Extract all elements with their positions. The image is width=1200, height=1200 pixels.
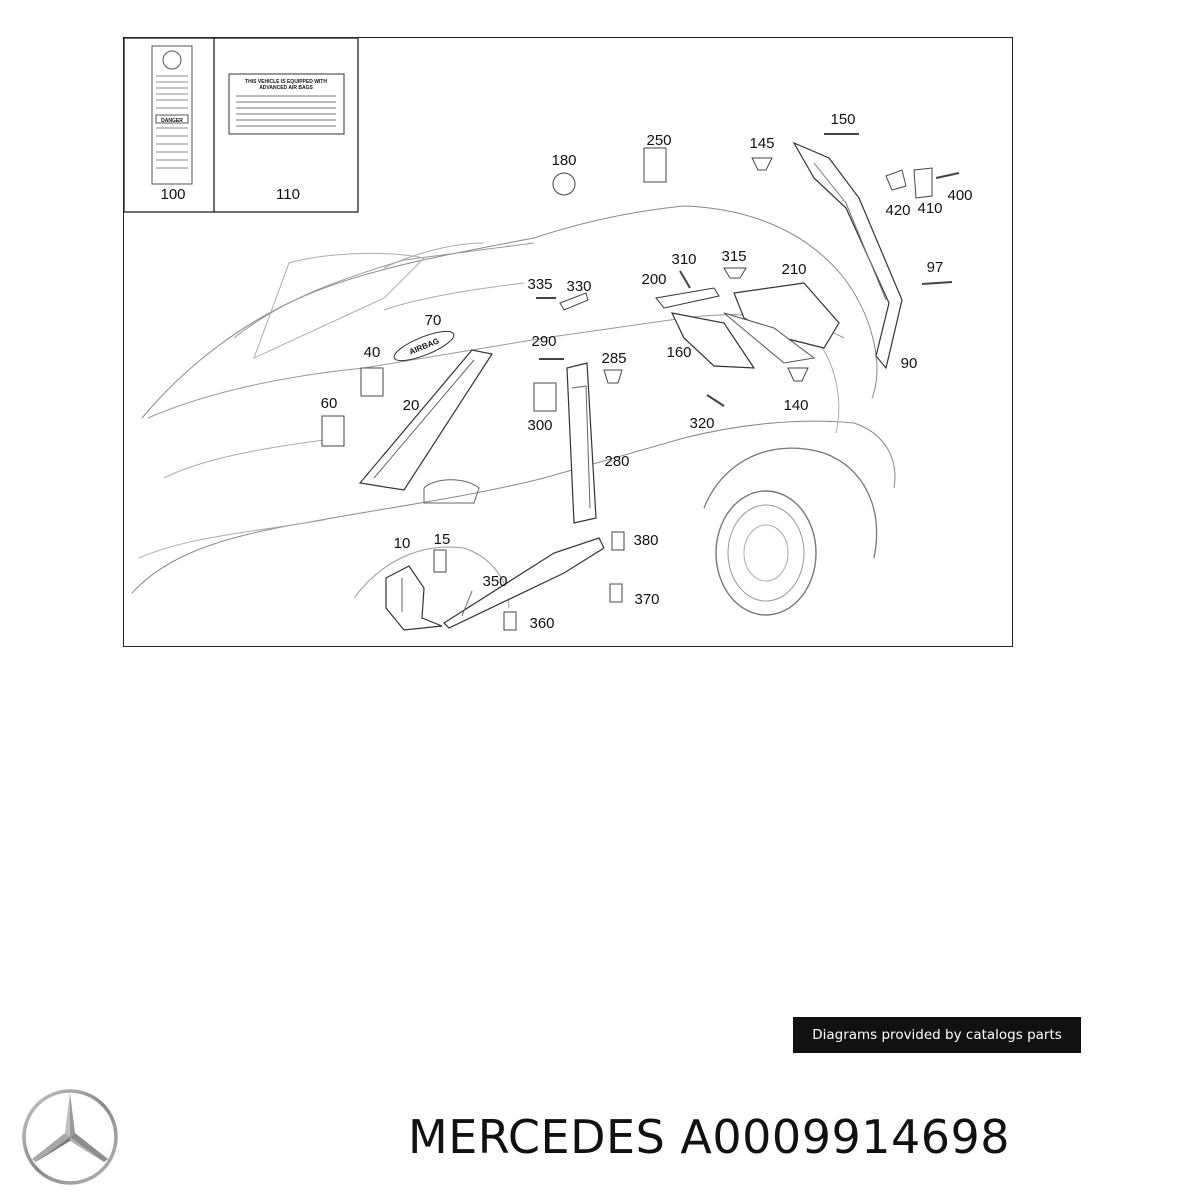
callout-70: 70 xyxy=(425,312,442,329)
callout-380: 380 xyxy=(633,532,658,549)
callout-160: 160 xyxy=(666,344,691,361)
callout-350: 350 xyxy=(482,573,507,590)
callout-180: 180 xyxy=(551,152,576,169)
callout-100: 100 xyxy=(160,186,185,203)
parts-diagram: DANGER THIS VEHICLE IS EQUIPPED WITH ADV… xyxy=(123,37,1013,647)
callout-320: 320 xyxy=(689,415,714,432)
callout-370: 370 xyxy=(634,591,659,608)
credit-text: Diagrams provided by catalogs parts xyxy=(812,1027,1062,1043)
callout-200: 200 xyxy=(641,271,666,288)
warning-label-line1: THIS VEHICLE IS EQUIPPED WITH xyxy=(245,79,327,85)
part-title: MERCEDES A0009914698 xyxy=(408,1110,1010,1164)
callout-310: 310 xyxy=(671,251,696,268)
callout-97: 97 xyxy=(927,259,944,276)
callout-250: 250 xyxy=(646,132,671,149)
credit-banner: Diagrams provided by catalogs parts xyxy=(793,1017,1081,1053)
callout-140: 140 xyxy=(783,397,808,414)
callout-90: 90 xyxy=(901,355,918,372)
part-number: A0009914698 xyxy=(680,1110,1011,1164)
callout-20: 20 xyxy=(403,397,420,414)
mercedes-star-icon xyxy=(22,1089,118,1185)
callout-145: 145 xyxy=(749,135,774,152)
callout-360: 360 xyxy=(529,615,554,632)
callout-420: 420 xyxy=(885,202,910,219)
callout-315: 315 xyxy=(721,248,746,265)
callout-210: 210 xyxy=(781,261,806,278)
callout-110: 110 xyxy=(276,186,300,203)
parts-diagram-drawing: DANGER THIS VEHICLE IS EQUIPPED WITH ADV… xyxy=(124,38,973,632)
callout-300: 300 xyxy=(527,417,552,434)
callout-15: 15 xyxy=(434,531,451,548)
callout-40: 40 xyxy=(364,344,381,361)
warning-label-heading: DANGER xyxy=(161,118,183,124)
callout-400: 400 xyxy=(947,187,972,204)
callout-10: 10 xyxy=(394,535,411,552)
callout-290: 290 xyxy=(531,333,556,350)
callout-410: 410 xyxy=(917,200,942,217)
callout-150: 150 xyxy=(830,111,855,128)
callout-285: 285 xyxy=(601,350,626,367)
callout-330: 330 xyxy=(566,278,591,295)
warning-label-line2: ADVANCED AIR BAGS xyxy=(259,85,313,91)
callout-335: 335 xyxy=(527,276,552,293)
brand-name: MERCEDES xyxy=(408,1110,666,1164)
callout-280: 280 xyxy=(604,453,629,470)
callout-60: 60 xyxy=(321,395,338,412)
